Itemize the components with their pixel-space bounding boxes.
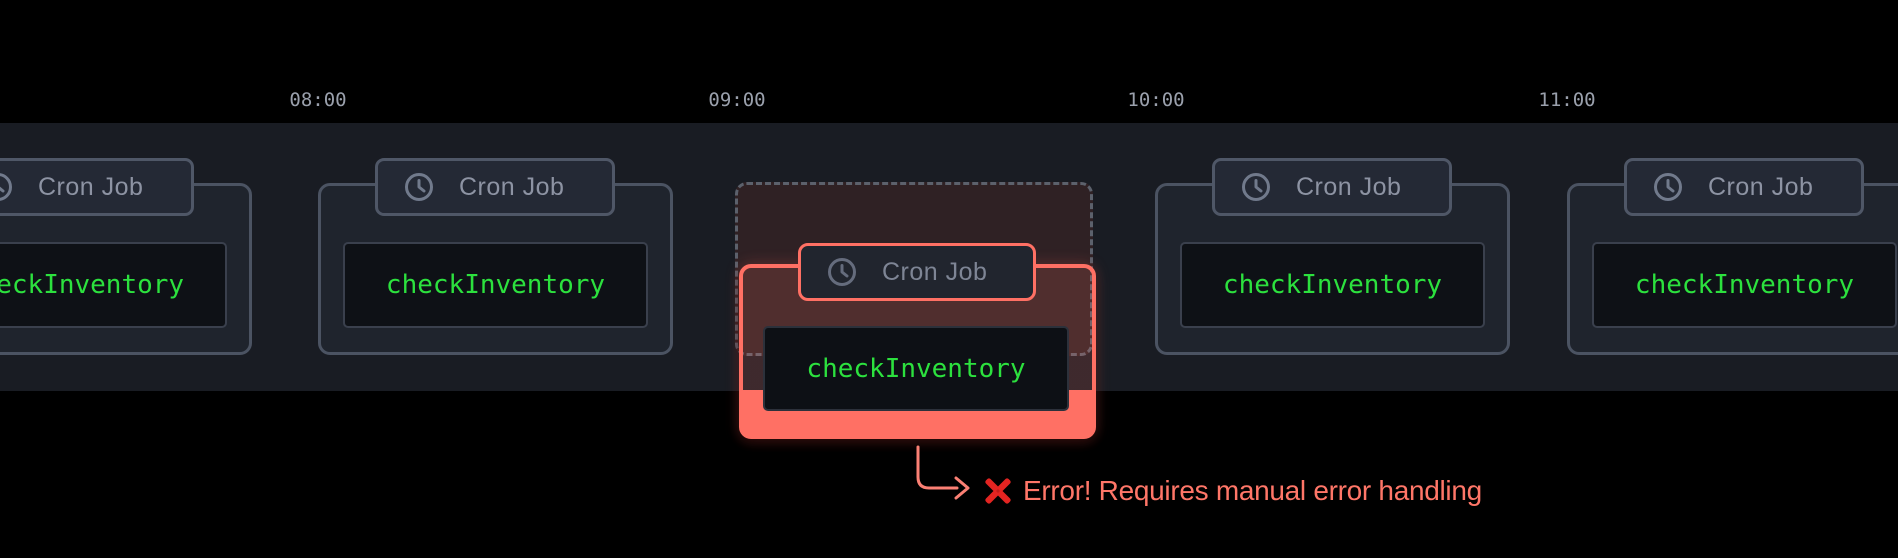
job-command: checkInventory (1592, 242, 1897, 328)
error-annotation: Error! Requires manual error handling (984, 474, 1482, 508)
badge-label: Cron Job (38, 172, 144, 201)
clock-icon (0, 173, 12, 201)
cron-job-card-failed: Cron Job checkInventory (739, 243, 1096, 439)
cross-mark-icon (985, 478, 1011, 504)
clock-icon (1242, 173, 1270, 201)
time-label-1000: 10:00 (1127, 89, 1185, 111)
time-label-0800: 08:00 (289, 89, 347, 111)
badge-label: Cron Job (882, 257, 988, 286)
job-command: checkInventory (1180, 242, 1485, 328)
job-command: checkInventory (0, 242, 227, 328)
error-message: Error! Requires manual error handling (1023, 475, 1482, 506)
cron-job-badge: Cron Job (798, 243, 1036, 301)
badge-label: Cron Job (459, 172, 565, 201)
badge-label: Cron Job (1708, 172, 1814, 201)
cron-job-badge: Cron Job (1624, 158, 1864, 216)
job-command: checkInventory (763, 326, 1069, 411)
clock-icon (1654, 173, 1682, 201)
error-connector-arrow (916, 445, 970, 500)
time-label-1100: 11:00 (1538, 89, 1596, 111)
cron-job-badge: Cron Job (375, 158, 615, 216)
job-command: checkInventory (343, 242, 648, 328)
cron-job-card: Cron Job checkInventory (1567, 158, 1898, 355)
cron-job-badge: Cron Job (0, 158, 194, 216)
cron-job-card: Cron Job checkInventory (318, 158, 673, 355)
badge-label: Cron Job (1296, 172, 1402, 201)
cron-job-badge: Cron Job (1212, 158, 1452, 216)
cron-job-card: Cron Job checkInventory (0, 158, 252, 355)
cron-job-card: Cron Job checkInventory (1155, 158, 1510, 355)
clock-icon (828, 258, 856, 286)
clock-icon (405, 173, 433, 201)
time-label-0900: 09:00 (708, 89, 766, 111)
